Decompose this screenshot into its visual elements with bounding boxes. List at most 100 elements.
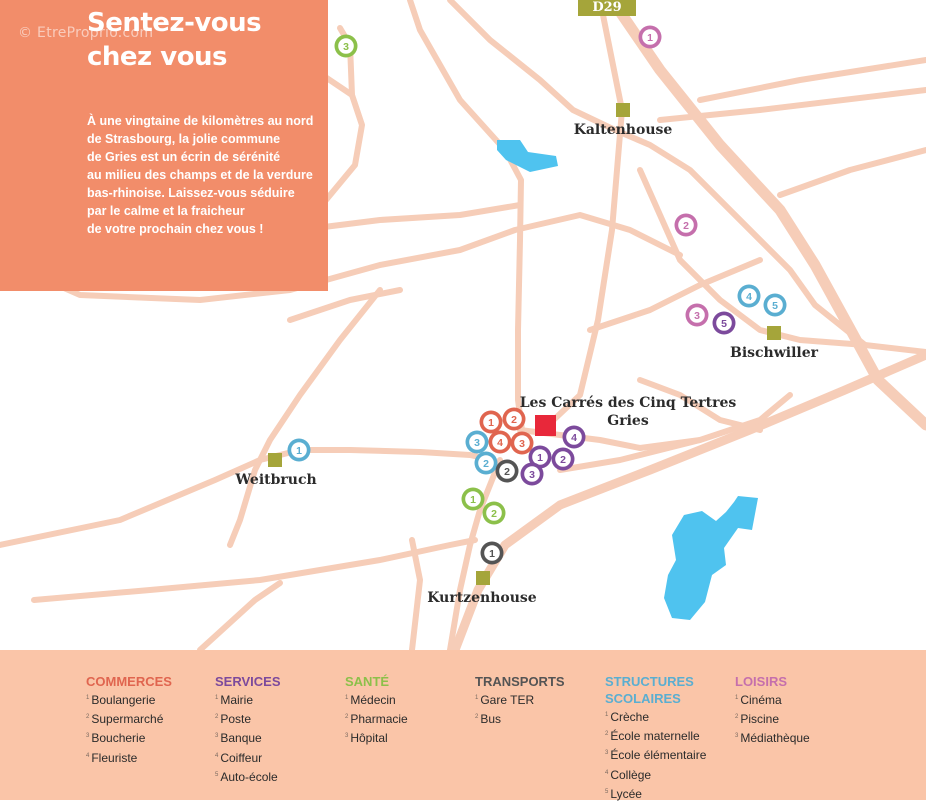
legend-item-number: 1 <box>605 712 609 718</box>
town-square-icon <box>616 103 630 117</box>
road <box>287 287 403 323</box>
poi-marker-commerces[interactable]: 4 <box>488 430 512 454</box>
legend-item-number: 3 <box>735 733 739 740</box>
marker-number: 3 <box>519 438 525 450</box>
intro-text: À une vingtaine de kilomètres au nord de… <box>87 112 318 238</box>
road <box>447 457 503 650</box>
intro-text-line: À une vingtaine de kilomètres au nord <box>87 114 314 128</box>
marker-center <box>291 442 307 458</box>
marker-center <box>469 434 485 450</box>
poi-marker-commerces[interactable]: 3 <box>510 431 534 455</box>
legend-item-number: 4 <box>86 752 90 759</box>
legend-item-number: 3 <box>605 750 609 757</box>
marker-center <box>499 463 515 479</box>
poi-marker-commerces[interactable]: 1 <box>479 410 503 434</box>
poi-marker-sante[interactable]: 3 <box>334 34 358 58</box>
legend-title: STRUCTURES <box>605 674 694 689</box>
marker-number: 2 <box>683 220 689 232</box>
town-bischwiller: Bischwiller <box>730 326 819 361</box>
poi-marker-services[interactable]: 4 <box>562 425 586 449</box>
intro-text-line: au milieu des champs et de la verdure <box>87 168 313 182</box>
marker-number: 2 <box>504 466 510 478</box>
legend-item-number: 3 <box>215 733 219 740</box>
legend-item-number: 2 <box>605 731 609 738</box>
marker-number: 3 <box>694 310 700 322</box>
poi-marker-sante[interactable]: 2 <box>482 501 506 525</box>
poi-marker-transports[interactable]: 1 <box>480 541 504 565</box>
legend-title: LOISIRS <box>735 674 788 689</box>
road <box>31 537 478 603</box>
marker-center <box>555 451 571 467</box>
marker-number: 4 <box>746 291 752 303</box>
marker-number: 1 <box>296 445 302 457</box>
marker-number: 4 <box>571 432 577 444</box>
town-square-icon <box>268 453 282 467</box>
poi-marker-structures[interactable]: 2 <box>474 451 498 475</box>
marker-center <box>506 411 522 427</box>
poi-marker-structures[interactable]: 4 <box>737 284 761 308</box>
marker-center <box>465 491 481 507</box>
intro-text-line: par le calme et la fraicheur <box>87 204 245 218</box>
poi-marker-loisirs[interactable]: 2 <box>674 213 698 237</box>
poi-marker-services[interactable]: 3 <box>520 462 544 486</box>
road-sign-plate <box>578 0 636 16</box>
poi-marker-loisirs[interactable]: 3 <box>685 303 709 327</box>
marker-number: 3 <box>529 469 535 481</box>
poi-marker-transports[interactable]: 2 <box>495 459 519 483</box>
legend-title: TRANSPORTS <box>475 674 565 689</box>
legend-item-number: 5 <box>215 771 219 778</box>
poi-marker-loisirs[interactable]: 1 <box>638 25 662 49</box>
town-kaltenhouse: Kaltenhouse <box>574 103 673 138</box>
poi-marker-sante[interactable]: 1 <box>461 487 485 511</box>
marker-number: 1 <box>647 32 653 44</box>
marker-number: 2 <box>560 454 566 466</box>
marker-center <box>514 435 530 451</box>
road <box>297 202 523 233</box>
intro-title: Sentez-vous chez vous <box>87 6 318 74</box>
map: D29 KaltenhouseBischwillerWeitbruchKurtz… <box>0 0 926 650</box>
town-label: Kaltenhouse <box>574 122 673 138</box>
project-marker-icon <box>535 415 556 436</box>
poi-marker-structures[interactable]: 3 <box>465 430 489 454</box>
poi-marker-commerces[interactable]: 2 <box>502 407 526 431</box>
legend-title: SCOLAIRES <box>605 691 681 706</box>
marker-number: 2 <box>491 508 497 520</box>
intro-text-line: bas-rhinoise. Laissez-vous séduire <box>87 186 295 200</box>
road <box>637 167 868 348</box>
intro-panel: Sentez-vous chez vous À une vingtaine de… <box>0 0 328 291</box>
poi-marker-structures[interactable]: 1 <box>287 438 311 462</box>
marker-number: 5 <box>721 318 727 330</box>
intro-title-line: chez vous <box>87 42 228 72</box>
town-square-icon <box>476 571 490 585</box>
marker-center <box>566 429 582 445</box>
poi-marker-structures[interactable]: 5 <box>763 293 787 317</box>
marker-number: 3 <box>343 41 349 53</box>
watermark: © EtreProprio.com <box>18 25 154 41</box>
road <box>657 87 926 123</box>
marker-center <box>689 307 705 323</box>
road <box>587 257 763 333</box>
legend-item-number: 1 <box>475 695 479 701</box>
poi-marker-services[interactable]: 2 <box>551 447 575 471</box>
road <box>0 212 683 303</box>
poi-marker-services[interactable]: 5 <box>712 311 736 335</box>
town-label: Weitbruch <box>234 472 316 488</box>
